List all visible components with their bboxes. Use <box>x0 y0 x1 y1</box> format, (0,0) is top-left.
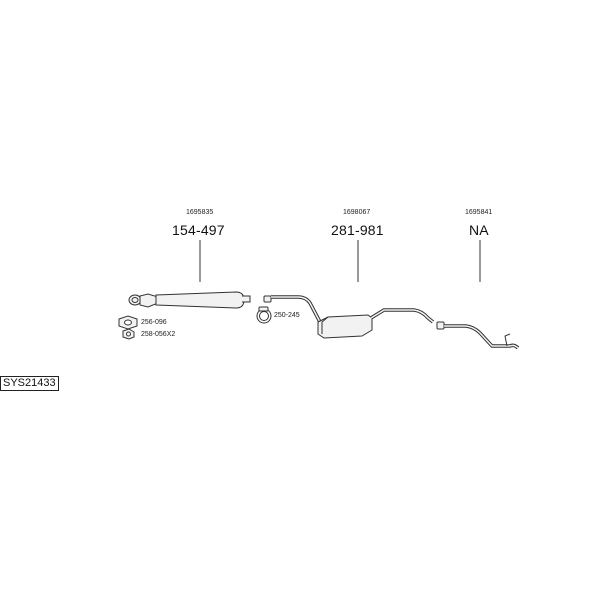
gasket-icon <box>118 315 138 330</box>
part-number-1[interactable]: 154-497 <box>172 222 225 238</box>
accessory-nut-label[interactable]: 258-056X2 <box>141 331 176 338</box>
part-number-2[interactable]: 281-981 <box>331 222 384 238</box>
system-id-badge: SYS21433 <box>0 376 59 391</box>
oem-number-3: 1695841 <box>465 209 493 216</box>
accessory-clamp-label[interactable]: 250-245 <box>274 312 300 319</box>
front-silencer-drawing <box>128 291 251 309</box>
oem-number-2: 1698067 <box>343 209 371 216</box>
tail-pipe-drawing <box>436 321 520 350</box>
part-number-3[interactable]: NA <box>469 222 489 238</box>
oem-number-1: 1695835 <box>186 209 214 216</box>
accessory-gasket-label[interactable]: 256-096 <box>141 319 167 326</box>
clamp-icon <box>256 306 272 324</box>
nut-icon <box>122 328 135 340</box>
center-silencer-drawing <box>263 295 435 339</box>
